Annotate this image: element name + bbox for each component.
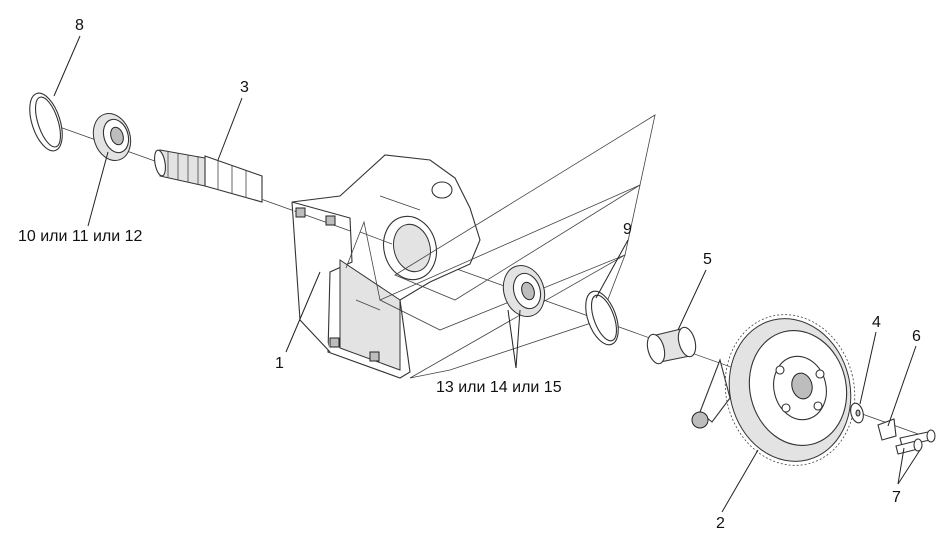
leader-line-7-b bbox=[897, 449, 921, 485]
leader-line-13-b bbox=[507, 309, 517, 369]
callout-3: 3 bbox=[240, 79, 249, 96]
snap-ring-9 bbox=[585, 290, 619, 346]
callout-4: 4 bbox=[872, 314, 881, 331]
callout-9: 9 bbox=[623, 221, 632, 238]
callout-2: 2 bbox=[716, 515, 725, 532]
bushing-5 bbox=[646, 326, 697, 365]
leader-lines bbox=[53, 35, 921, 513]
leader-line-3 bbox=[217, 97, 243, 161]
leader-line-1 bbox=[285, 271, 321, 353]
gear-hub-2 bbox=[691, 314, 856, 466]
leader-line-4 bbox=[859, 331, 877, 405]
callout-6: 6 bbox=[912, 328, 921, 345]
retaining-ring-8 bbox=[29, 92, 63, 152]
callout-1: 1 bbox=[275, 355, 284, 372]
leader-line-9 bbox=[595, 239, 629, 299]
callout-13-14-15: 13 или 14 или 15 bbox=[436, 379, 562, 396]
leader-line-7-a bbox=[897, 447, 905, 485]
leader-line-6 bbox=[887, 345, 917, 427]
callout-5: 5 bbox=[703, 251, 712, 268]
callout-8: 8 bbox=[75, 17, 84, 34]
bearing-10-11-12 bbox=[92, 113, 132, 161]
bolts-7 bbox=[895, 429, 936, 455]
leader-line-10-11-12 bbox=[87, 151, 109, 227]
leader-line-13-a bbox=[515, 309, 521, 369]
leader-line-5 bbox=[677, 269, 707, 331]
callout-7: 7 bbox=[892, 489, 901, 506]
gearbox-housing-1 bbox=[291, 154, 481, 379]
leader-line-8 bbox=[53, 35, 81, 97]
callout-10-11-12: 10 или 11 или 12 bbox=[18, 228, 143, 245]
lock-plate-6 bbox=[877, 418, 897, 441]
leader-line-2 bbox=[721, 449, 759, 513]
washer-4 bbox=[850, 402, 864, 424]
bearing-13-14-15 bbox=[502, 265, 546, 317]
splined-shaft-3 bbox=[154, 149, 263, 203]
